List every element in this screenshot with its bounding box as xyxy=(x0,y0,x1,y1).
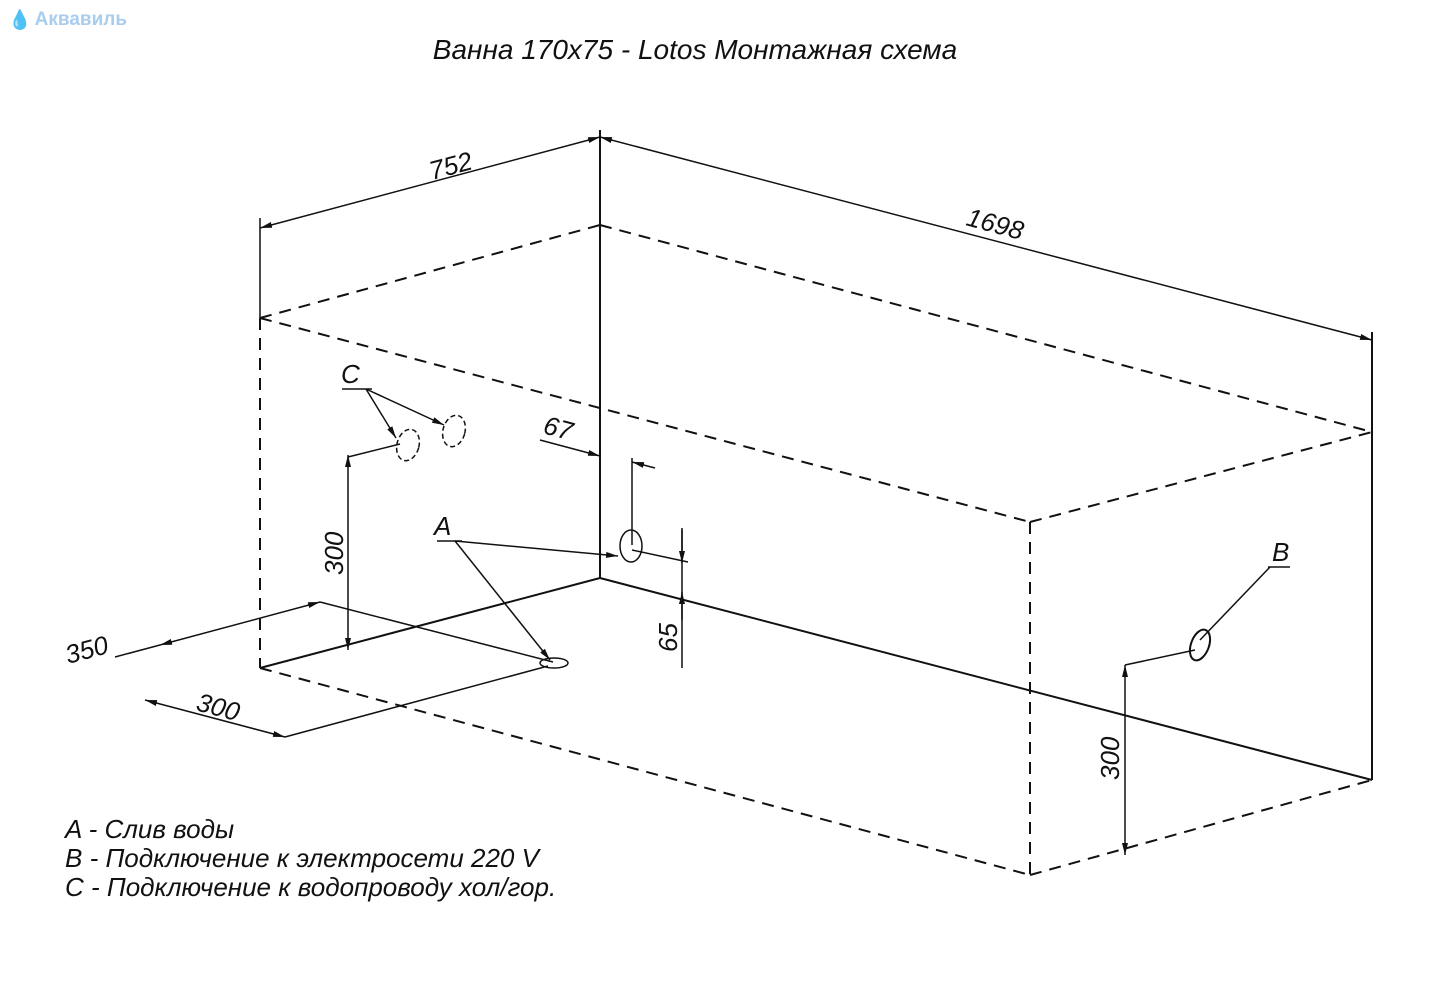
water-inlet-cold-icon xyxy=(395,428,421,462)
logo-text: Аквавиль xyxy=(34,9,128,30)
electric-outlet-icon xyxy=(1188,628,1212,662)
drain-floor-icon xyxy=(539,657,569,669)
label-a: A xyxy=(432,511,451,541)
dim-length: 1698 xyxy=(963,202,1027,246)
legend-item-a: A - Слив воды xyxy=(65,814,235,844)
dim-left-300: 300 xyxy=(319,531,349,575)
legend-item-c: C - Подключение к водопроводу хол/гор. xyxy=(65,872,557,902)
water-inlet-hot-icon xyxy=(441,414,467,448)
label-c: C xyxy=(341,359,360,389)
diagram-title: Ванна 170x75 - Lotos Монтажная схема xyxy=(432,34,958,65)
bathtub-outline xyxy=(259,130,1373,876)
dimension-lines xyxy=(114,136,1373,855)
drain-overflow-icon xyxy=(619,529,643,563)
dim-width: 752 xyxy=(426,145,476,185)
legend-item-b: B - Подключение к электросети 220 V xyxy=(65,843,539,873)
bird-drop-icon: 💧 xyxy=(8,10,32,31)
label-b: B xyxy=(1272,537,1289,567)
connection-points xyxy=(342,388,1290,669)
dim-65: 65 xyxy=(653,623,683,652)
dim-floor-300: 300 xyxy=(193,687,243,727)
dim-right-300: 300 xyxy=(1095,736,1125,780)
legend: A - Слив воды B - Подключение к электрос… xyxy=(65,815,556,902)
logo: 💧 Аквавиль xyxy=(8,8,127,32)
dim-350: 350 xyxy=(62,629,112,669)
